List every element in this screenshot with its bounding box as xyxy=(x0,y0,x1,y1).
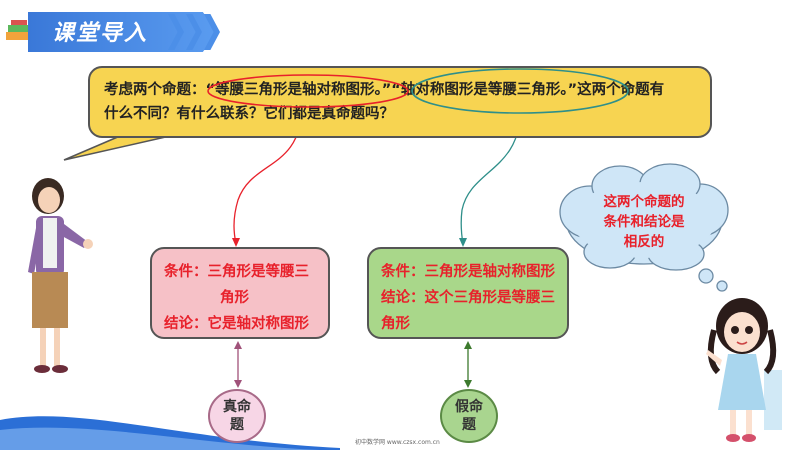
header-banner xyxy=(28,12,218,52)
left-condition-cont: 角形 xyxy=(220,290,249,306)
right-condition: 条件：三角形是轴对称图形 xyxy=(381,264,555,280)
footer-wave xyxy=(0,416,340,450)
false-proposition-badge: 假命 题 xyxy=(440,389,498,443)
bubble-tail xyxy=(63,135,171,161)
question-bubble: 考虑两个命题：“等腰三角形是轴对称图形。”“轴对称图形是等腰三角形。”这两个命题… xyxy=(88,66,712,138)
footer-credit: 初中数学网 www.czsx.com.cn xyxy=(355,439,440,446)
right-conclusion: 结论：这个三角形是等腰三 xyxy=(381,290,555,306)
student-illustration xyxy=(706,298,782,442)
true-proposition-badge: 真命 题 xyxy=(208,389,266,443)
question-line-2: 什么不同？有什么联系？它们都是真命题吗？ xyxy=(104,106,394,122)
proposition-box-left: 条件：三角形是等腰三 角形 结论：它是轴对称图形 xyxy=(150,247,330,339)
proposition-box-right: 条件：三角形是轴对称图形 结论：这个三角形是等腰三 角形 xyxy=(367,247,569,339)
question-line-1: 考虑两个命题：“等腰三角形是轴对称图形。”“轴对称图形是等腰三角形。”这两个命题… xyxy=(104,82,665,98)
left-condition: 条件：三角形是等腰三 xyxy=(164,264,309,280)
right-arrowhead xyxy=(459,238,467,247)
books-icon xyxy=(6,20,32,40)
cloud-text: 这两个命题的 条件和结论是 相反的 xyxy=(603,194,685,250)
left-arrowhead xyxy=(232,238,240,247)
teacher-illustration xyxy=(28,178,93,373)
right-conclusion-cont: 角形 xyxy=(381,316,410,332)
left-conclusion: 结论：它是轴对称图形 xyxy=(164,316,309,332)
page-title: 课堂导入 xyxy=(52,21,149,46)
